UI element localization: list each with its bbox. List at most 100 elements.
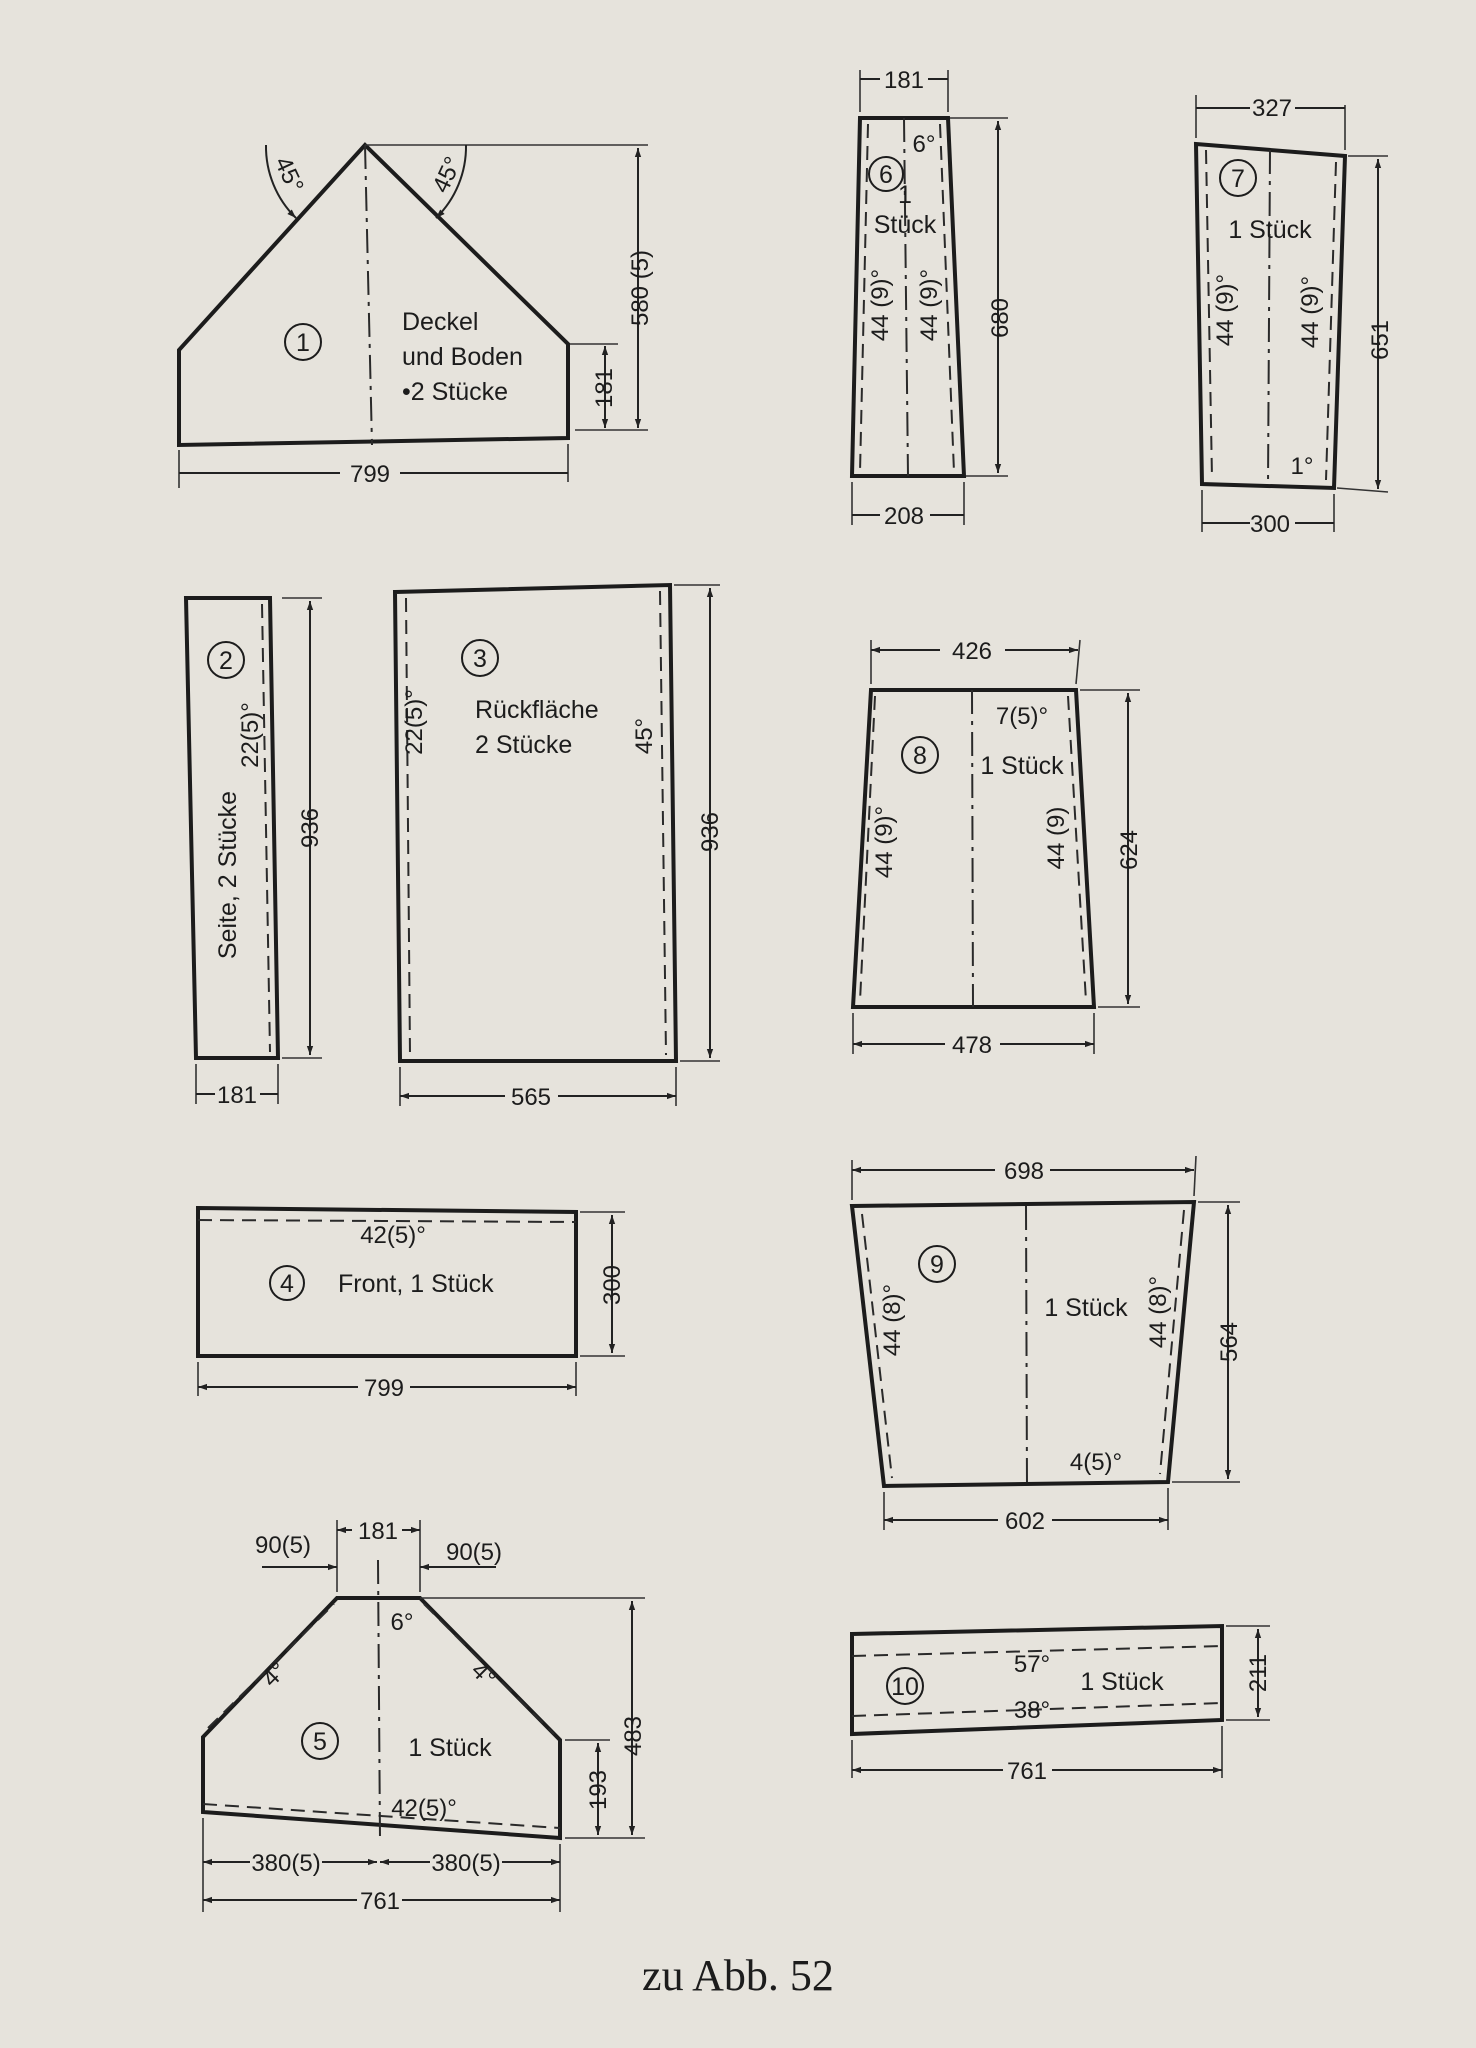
part-9-bottom-width: 602 [1005, 1508, 1045, 1535]
part-10-angle-bottom: 38° [1014, 1697, 1050, 1724]
part-2-side: 936 181 22(5)° Seite, 2 Stücke 2 [183, 596, 324, 1109]
part-9-outline [849, 1199, 1197, 1489]
part-3-number: 3 [473, 645, 487, 673]
part-8-number: 8 [913, 742, 927, 770]
part-4-label: Front, 1 Stück [338, 1270, 494, 1298]
part-1-side-height: 181 [591, 368, 618, 408]
part-3-outline [392, 582, 679, 1063]
part-1-height: 580 (5) [627, 250, 654, 326]
part-1-lid-and-bottom: 799 580 (5) 181 45° 45° 1 Deckel und Bod… [177, 142, 654, 488]
part-1-number: 1 [296, 329, 310, 357]
part-10-outline [850, 1623, 1224, 1737]
part-6-edge-right: 44 (9)° [916, 269, 943, 341]
part-5-top-left-offset: 90(5) [255, 1532, 311, 1559]
part-7-number: 7 [1231, 165, 1245, 193]
part-1-angle-left: 45° [269, 153, 309, 197]
part-5-angle-top: 6° [391, 1609, 414, 1636]
part-7-height: 651 [1367, 320, 1394, 360]
part-7: 327 651 300 44 (9)° 44 (9)° 1° 7 1 Stück [1193, 95, 1394, 538]
part-1-outline [177, 142, 570, 448]
part-10-width: 761 [1007, 1758, 1047, 1785]
part-10-height: 211 [1245, 1654, 1272, 1692]
part-8-edge-top: 7(5)° [996, 703, 1048, 730]
part-6-top-width: 181 [884, 67, 924, 94]
part-9-edge-left: 44 (8)° [879, 1284, 906, 1356]
part-9: 698 564 602 44 (8)° 44 (8)° 4(5)° 9 1 St… [849, 1155, 1243, 1535]
part-9-top-width: 698 [1004, 1158, 1044, 1185]
part-9-edge-bottom: 4(5)° [1070, 1449, 1122, 1476]
part-1-angle-right: 45° [427, 153, 467, 197]
part-7-edge-right: 44 (9)° [1297, 276, 1324, 348]
part-5-angle-left: 4° [257, 1657, 292, 1692]
part-8-label: 1 Stück [980, 752, 1064, 780]
part-4-width: 799 [364, 1375, 404, 1402]
part-5-label: 1 Stück [408, 1734, 492, 1762]
part-10: 211 761 57° 38° 10 1 Stück [850, 1623, 1272, 1785]
part-4-outline [196, 1205, 578, 1358]
part-8-height: 624 [1116, 830, 1143, 870]
part-4-front: 300 799 42(5)° 4 Front, 1 Stück [196, 1205, 626, 1402]
part-8-outline [850, 688, 1097, 1009]
part-5-top-width: 181 [358, 1518, 398, 1545]
part-8-edge-right: 44 (9) [1043, 807, 1070, 870]
part-7-angle-bottom: 1° [1291, 453, 1314, 480]
part-7-label: 1 Stück [1228, 216, 1312, 244]
part-3-height: 936 [697, 812, 724, 852]
part-5: 181 90(5) 90(5) 483 193 380(5) 380(5) 76… [201, 1518, 647, 1915]
part-1-width: 799 [350, 461, 390, 488]
part-3-back-panel: 936 565 22(5)° 45° 3 Rückfläche 2 Stücke [392, 582, 724, 1111]
part-2-outline [183, 596, 281, 1060]
part-5-number: 5 [313, 1728, 327, 1756]
part-8-edge-left: 44 (9)° [871, 806, 898, 878]
part-9-number: 9 [930, 1251, 944, 1279]
part-10-label: 1 Stück [1080, 1668, 1164, 1696]
part-5-side-height: 193 [585, 1770, 612, 1810]
part-7-top-width: 327 [1252, 95, 1292, 122]
part-6-number: 6 [879, 161, 893, 189]
part-10-number: 10 [891, 1673, 919, 1701]
part-9-height: 564 [1216, 1322, 1243, 1362]
part-7-bottom-width: 300 [1250, 511, 1290, 538]
part-7-outline [1193, 141, 1348, 491]
part-9-label: 1 Stück [1044, 1294, 1128, 1322]
part-9-edge-right: 44 (8)° [1145, 1276, 1172, 1348]
part-6-outline [849, 116, 967, 478]
part-3-label-line1: Rückfläche [475, 696, 599, 724]
part-3-label-line2: 2 Stücke [475, 731, 572, 759]
part-10-angle-top: 57° [1014, 1651, 1050, 1678]
part-6: 181 680 208 6° 44 (9)° 44 (9)° 6 1 Stück [849, 67, 1014, 530]
part-8-bottom-width: 478 [952, 1032, 992, 1059]
part-5-outline [201, 1596, 562, 1841]
part-6-height: 680 [987, 298, 1014, 338]
part-7-edge-left: 44 (9)° [1212, 274, 1239, 346]
part-5-edge-bottom: 42(5)° [391, 1795, 457, 1822]
part-1-label-line2: und Boden [402, 343, 523, 371]
part-6-bottom-width: 208 [884, 503, 924, 530]
part-4-height: 300 [599, 1265, 626, 1305]
part-8-top-width: 426 [952, 638, 992, 665]
part-5-height: 483 [620, 1716, 647, 1756]
part-1-label-line3: •2 Stücke [402, 378, 508, 406]
part-3-width: 565 [511, 1084, 551, 1111]
part-4-edge: 42(5)° [360, 1222, 426, 1249]
part-2-width: 181 [217, 1082, 257, 1109]
figure-caption: zu Abb. 52 [642, 1951, 834, 2000]
part-3-edge-left: 22(5)° [401, 689, 428, 755]
part-2-edge: 22(5)° [237, 702, 264, 768]
part-2-height: 936 [297, 808, 324, 848]
part-6-angle-top: 6° [913, 131, 936, 158]
part-5-bottom-left: 380(5) [251, 1850, 320, 1877]
part-2-number: 2 [219, 647, 233, 675]
part-5-width: 761 [360, 1888, 400, 1915]
part-6-edge-left: 44 (9)° [867, 269, 894, 341]
part-5-top-right-offset: 90(5) [446, 1539, 502, 1566]
part-6-label-line2: Stück [874, 211, 937, 239]
part-5-bottom-right: 380(5) [431, 1850, 500, 1877]
part-8: 426 624 478 7(5)° 44 (9)° 44 (9) 8 1 Stü… [850, 638, 1143, 1059]
part-5-angle-right: 4° [466, 1657, 501, 1692]
part-1-label-line1: Deckel [402, 308, 478, 336]
part-6-label-line1: 1 [898, 181, 912, 209]
part-4-number: 4 [280, 1270, 294, 1298]
part-3-edge-right: 45° [631, 718, 658, 754]
